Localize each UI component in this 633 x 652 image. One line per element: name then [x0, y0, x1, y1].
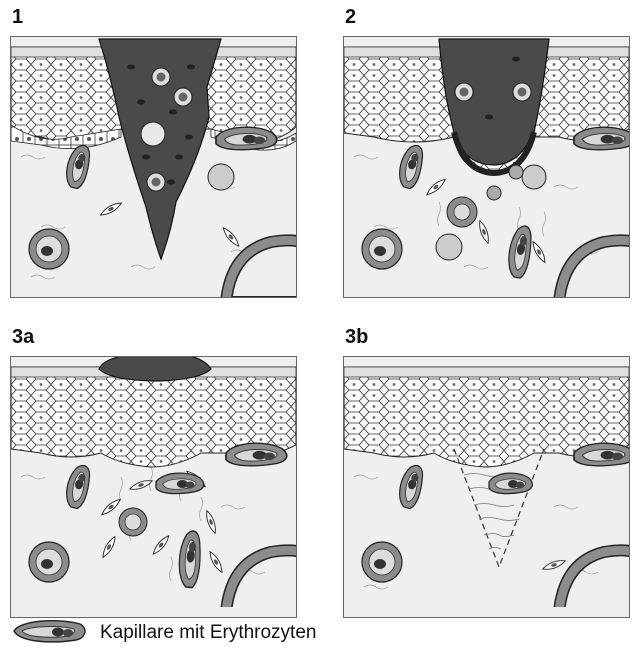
panel-3b-scar [343, 356, 630, 618]
legend-label: Kapillare mit Erythrozyten [100, 622, 316, 644]
panel-label-2: 2 [345, 6, 356, 29]
legend: Kapillare mit Erythrozyten [10, 612, 410, 652]
panel-label-3b: 3b [345, 326, 368, 349]
panel-1-fresh-wound [10, 36, 297, 298]
capillary-icon [10, 616, 90, 646]
panel-label-3a: 3a [12, 326, 34, 349]
panel-2-inflammation [343, 36, 630, 298]
panel-label-1: 1 [12, 6, 23, 29]
panel-3a-granulation [10, 356, 297, 618]
